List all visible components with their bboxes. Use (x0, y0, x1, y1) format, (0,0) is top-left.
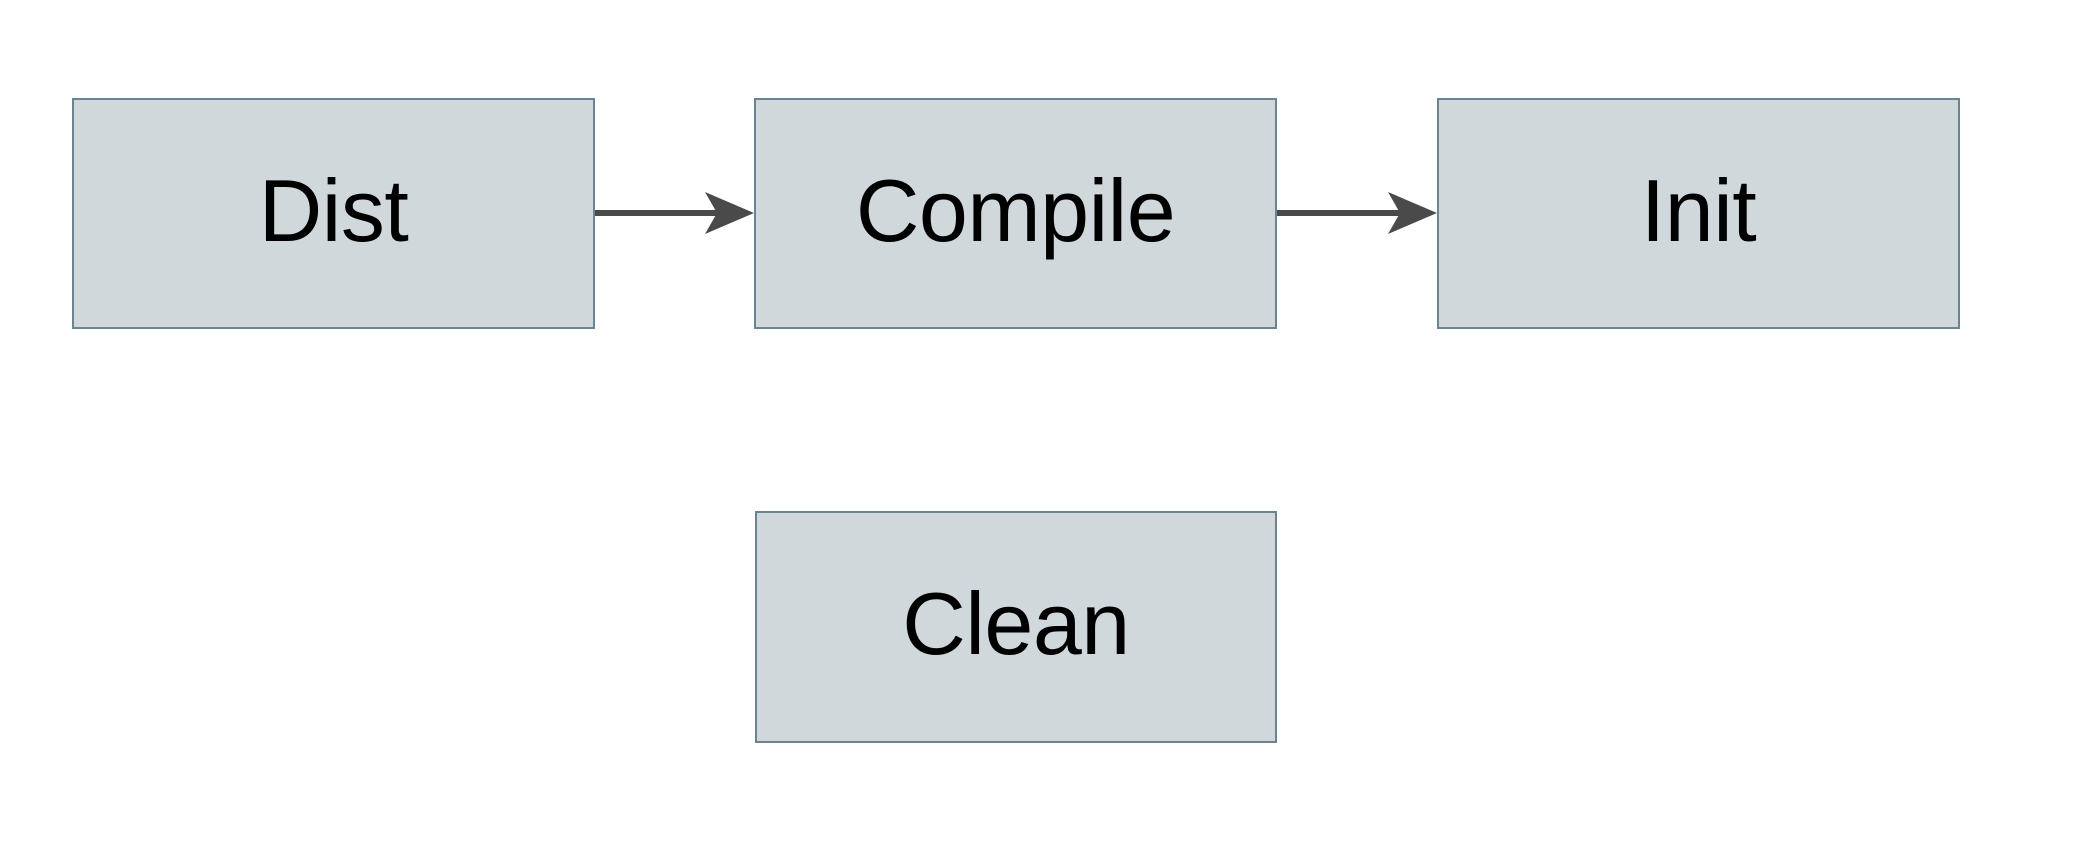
node-dist[interactable]: Dist (72, 98, 595, 329)
node-clean[interactable]: Clean (755, 511, 1277, 743)
node-compile-label: Compile (855, 160, 1176, 260)
node-init[interactable]: Init (1437, 98, 1960, 329)
arrowhead-icon (1388, 192, 1437, 234)
node-clean-label: Clean (902, 574, 1130, 673)
node-compile[interactable]: Compile (754, 98, 1277, 329)
edge-compile-to-init[interactable] (1277, 192, 1437, 234)
node-init-label: Init (1640, 160, 1757, 260)
node-dist-label: Dist (258, 160, 409, 260)
edge-dist-to-compile[interactable] (595, 192, 754, 234)
arrowhead-icon (705, 192, 754, 234)
